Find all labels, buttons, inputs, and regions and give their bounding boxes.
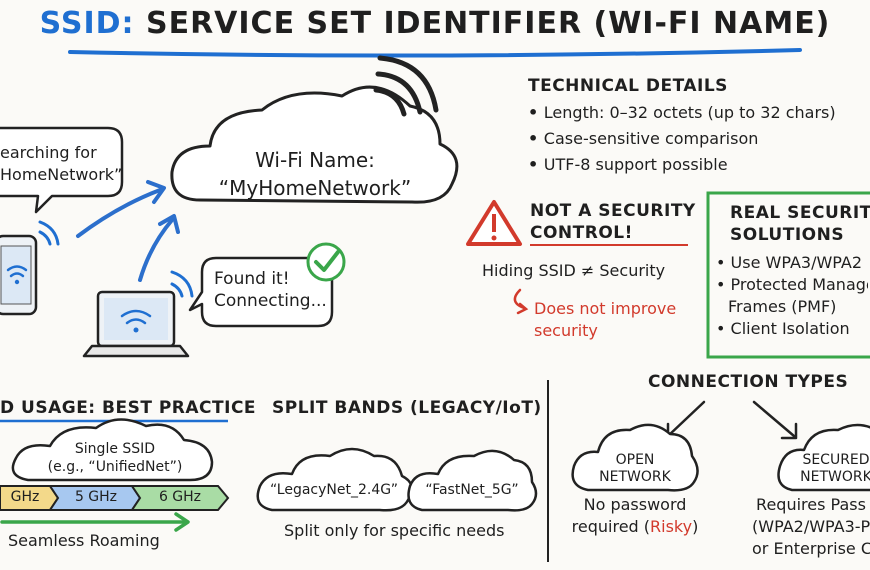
real-item: Frames (PMF) — [728, 297, 837, 316]
open-desc-line-1: No password — [583, 495, 687, 514]
roaming-label: Seamless Roaming — [8, 531, 160, 550]
note-line-1: Does not improve — [534, 299, 677, 318]
technical-item: Length: 0–32 octets (up to 32 chars) — [528, 100, 868, 126]
warning-heading-line-1: NOT A SECURITY — [530, 201, 696, 221]
warning-heading-line-2: CONTROL! — [530, 223, 633, 243]
real-security-heading: REAL SECURITY SOLUTIONS — [730, 202, 870, 246]
usage-cloud — [11, 418, 214, 482]
secured-network-cloud — [777, 423, 870, 492]
search-bubble — [0, 126, 124, 214]
split-caption: Split only for specific needs — [284, 521, 505, 540]
split-heading: SPLIT BANDS (LEGACY/IoT) — [272, 398, 542, 418]
security-warning-heading: NOT A SECURITY CONTROL! — [530, 200, 696, 244]
cloud-line-1: Wi-Fi Name: — [255, 148, 375, 172]
open-network-label: OPEN NETWORK — [578, 452, 692, 486]
secured-line-1: SECURED — [802, 452, 870, 468]
search-line-1: earching for — [0, 143, 97, 162]
band-label-6: 6 GHz — [158, 489, 202, 505]
real-security-list: • Use WPA3/WPA2 • Protected Manage Frame… — [716, 252, 868, 340]
band-bar — [0, 485, 230, 511]
search-line-2: HomeNetwork” — [0, 165, 123, 184]
open-desc-line-2: required (Risky) — [571, 517, 699, 536]
split-cloud-1-text: “LegacyNet_2.4G” — [269, 482, 399, 498]
note-line-2: security — [534, 321, 598, 340]
band-label-5: 5 GHz — [74, 489, 118, 505]
secured-desc-line-3: or Enterprise Cr — [752, 539, 870, 558]
laptop-icon — [82, 290, 190, 358]
technical-heading: TECHNICAL DETAILS — [528, 76, 728, 96]
cloud-line-2: “MyHomeNetwork” — [218, 176, 412, 200]
phone-icon — [0, 234, 38, 316]
split-cloud-2 — [407, 449, 538, 512]
title-main: SERVICE SET IDENTIFIER (WI-FI NAME) — [145, 6, 831, 41]
title-prefix: SSID: — [39, 6, 135, 41]
open-network-cloud — [571, 423, 699, 492]
secured-network-label: SECURED NETWORK — [786, 452, 870, 486]
flow-arrows — [76, 180, 180, 282]
title-underline — [68, 48, 802, 58]
warning-icon — [466, 200, 522, 246]
technical-details: TECHNICAL DETAILS Length: 0–32 octets (u… — [528, 76, 868, 178]
found-bubble-text: Found it! Connecting... — [214, 268, 334, 312]
secured-desc-line-1: Requires Pass — [756, 495, 866, 514]
open-line-1: OPEN — [615, 452, 655, 468]
laptop-signal-icon — [170, 270, 194, 298]
check-icon — [306, 242, 346, 282]
wifi-signal-icon — [373, 55, 439, 117]
security-note: Does not improve security — [534, 298, 676, 342]
search-bubble-text: earching for HomeNetwork” — [0, 142, 124, 186]
open-line-2: NETWORK — [599, 469, 671, 485]
secured-line-2: NETWORK — [800, 469, 870, 485]
found-line-2: Connecting... — [214, 291, 327, 311]
band-label-24: GHz — [10, 489, 40, 505]
secured-network-desc: Requires Pass (WPA2/WPA3-P or Enterprise… — [752, 494, 870, 560]
found-line-1: Found it! — [214, 269, 290, 289]
real-item: • Client Isolation — [716, 319, 850, 338]
secured-desc-line-2: (WPA2/WPA3-P — [752, 517, 870, 536]
usage-cloud-line-2: (e.g., “UnifiedNet”) — [47, 459, 183, 475]
technical-list: Length: 0–32 octets (up to 32 chars) Cas… — [528, 100, 868, 178]
usage-cloud-text: Single SSID (e.g., “UnifiedNet”) — [20, 440, 210, 476]
real-security-box — [706, 191, 870, 359]
page-title: SSID: SERVICE SET IDENTIFIER (WI-FI NAME… — [0, 6, 870, 41]
split-cloud-1 — [256, 447, 414, 512]
real-heading-line-2: SOLUTIONS — [730, 225, 845, 245]
real-item: • Use WPA3/WPA2 — [716, 253, 863, 272]
real-heading-line-1: REAL SECURITY — [730, 203, 870, 223]
technical-item: Case-sensitive comparison — [528, 126, 868, 152]
roaming-arrow — [0, 512, 190, 532]
connection-heading: CONNECTION TYPES — [648, 372, 849, 392]
usage-heading: D USAGE: BEST PRACTICE — [0, 398, 257, 418]
main-cloud — [170, 85, 459, 204]
phone-signal-icon — [38, 220, 60, 246]
open-network-desc: No password required (Risky) — [560, 494, 710, 538]
split-cloud-2-text: “FastNet_5G” — [425, 482, 519, 498]
technical-item: UTF-8 support possible — [528, 152, 868, 178]
cloud-text: Wi-Fi Name: “MyHomeNetwork” — [200, 146, 430, 202]
hiding-formula: Hiding SSID ≠ Security — [482, 261, 666, 280]
usage-cloud-line-1: Single SSID — [74, 441, 156, 457]
real-item: • Protected Manage — [716, 275, 868, 294]
connection-arrows — [666, 400, 798, 440]
